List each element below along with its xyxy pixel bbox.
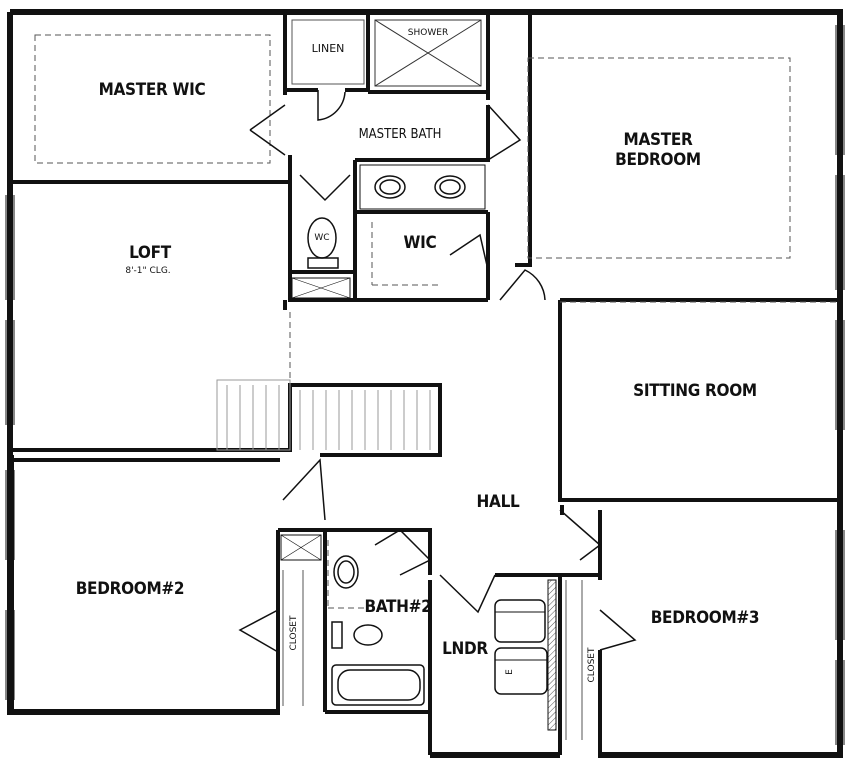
window-marks bbox=[5, 25, 845, 745]
label-loft-ceiling: 8'-1" CLG. bbox=[125, 266, 170, 276]
label-dryer-mark: E bbox=[505, 669, 515, 675]
washer-dryer bbox=[494, 599, 548, 695]
shower bbox=[374, 19, 482, 87]
label-shower: SHOWER bbox=[408, 28, 448, 38]
label-master-bath: MASTER BATH bbox=[359, 127, 442, 142]
laundry-shelf bbox=[547, 579, 557, 731]
label-lndr: LNDR bbox=[442, 639, 488, 659]
label-wc: WC bbox=[314, 233, 329, 243]
label-bedroom2: BEDROOM#2 bbox=[76, 579, 185, 599]
bath2-fixtures bbox=[280, 534, 425, 706]
label-closet-left: CLOSET bbox=[289, 615, 299, 650]
label-master-bedroom-1: MASTER bbox=[624, 130, 693, 150]
label-master-bedroom-2: BEDROOM bbox=[615, 150, 701, 170]
label-sitting-room: SITTING ROOM bbox=[633, 381, 757, 401]
stairs bbox=[216, 379, 431, 451]
doors bbox=[238, 90, 637, 654]
interior-walls bbox=[10, 15, 840, 755]
linen-shelves bbox=[291, 19, 365, 85]
toilet-master bbox=[291, 217, 351, 299]
label-closet-right: CLOSET bbox=[587, 647, 597, 682]
label-bath2: BATH#2 bbox=[364, 597, 431, 617]
label-master-wic: MASTER WIC bbox=[99, 80, 206, 100]
label-linen: LINEN bbox=[312, 42, 345, 55]
label-hall: HALL bbox=[477, 492, 520, 512]
label-loft: LOFT bbox=[129, 243, 172, 263]
dashed-lines bbox=[34, 34, 838, 609]
vanity-sinks bbox=[359, 164, 486, 210]
closet-shelves bbox=[282, 570, 583, 740]
label-wic: WIC bbox=[404, 233, 437, 253]
label-bedroom3: BEDROOM#3 bbox=[651, 608, 760, 628]
